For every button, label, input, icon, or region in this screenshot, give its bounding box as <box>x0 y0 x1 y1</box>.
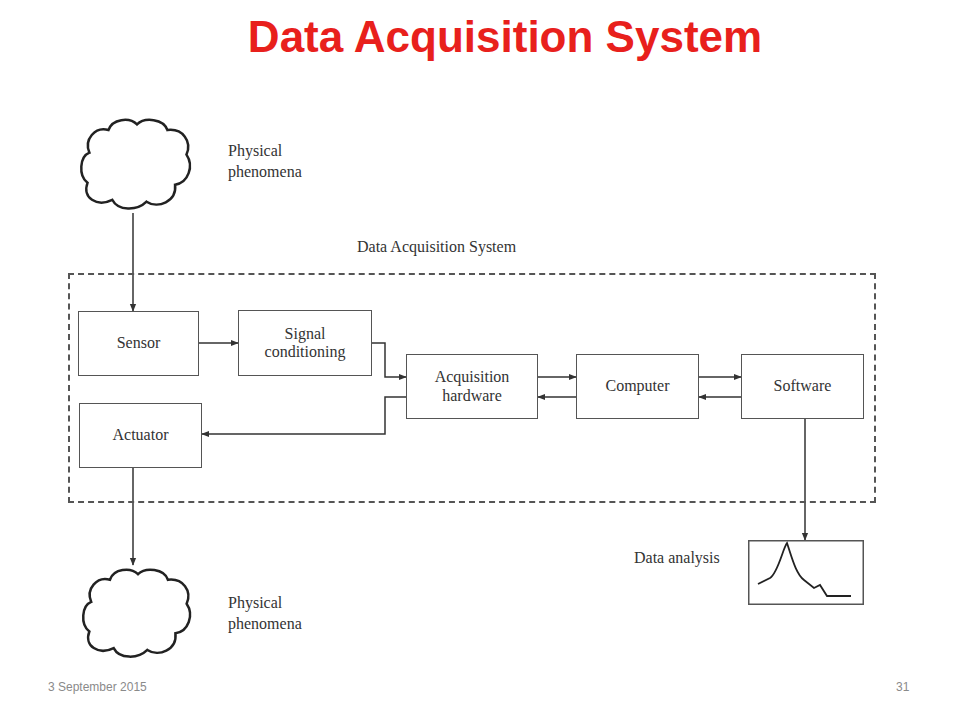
arrow-connector <box>132 213 134 311</box>
shape-label: Data analysis <box>634 548 724 569</box>
shape-label: Physical phenomena <box>228 593 338 635</box>
process-box: Acquisition hardware <box>406 354 538 419</box>
arrow-connector <box>538 376 576 378</box>
shape-label: Physical phenomena <box>228 141 338 183</box>
arrow-connector <box>699 396 741 398</box>
process-box: Computer <box>576 354 699 419</box>
arrow-connector <box>132 468 134 565</box>
system-boundary: Data Acquisition SystemSensorSignal cond… <box>68 273 876 503</box>
process-box: Actuator <box>79 403 202 468</box>
arrow-connector <box>202 397 406 434</box>
box-label: Software <box>768 377 838 395</box>
box-label: Actuator <box>107 426 175 444</box>
page-title: Data Acquisition System <box>0 12 960 62</box>
cloud-outline <box>78 115 196 213</box>
box-label: Acquisition hardware <box>407 368 537 405</box>
process-box: Signal conditioning <box>238 310 372 376</box>
cloud-shape: Physical phenomena <box>78 115 196 213</box>
page-number: 31 <box>896 680 909 694</box>
plot-box: Data analysis <box>748 540 864 605</box>
arrow-connector <box>538 396 576 398</box>
region-heading: Data Acquisition System <box>357 237 960 258</box>
arrow-connector <box>199 342 238 344</box>
process-box: Sensor <box>78 311 199 376</box>
box-label: Signal conditioning <box>239 325 371 362</box>
footer-date: 3 September 2015 <box>48 680 147 694</box>
cloud-outline <box>80 565 196 661</box>
process-box: Software <box>741 354 864 419</box>
arrow-connector <box>372 343 406 377</box>
box-label: Sensor <box>111 334 167 352</box>
arrow-connector <box>804 419 806 540</box>
plot-graphic <box>748 540 864 605</box>
box-label: Computer <box>600 377 676 395</box>
arrow-connector <box>699 376 741 378</box>
cloud-shape: Physical phenomena <box>80 565 196 661</box>
